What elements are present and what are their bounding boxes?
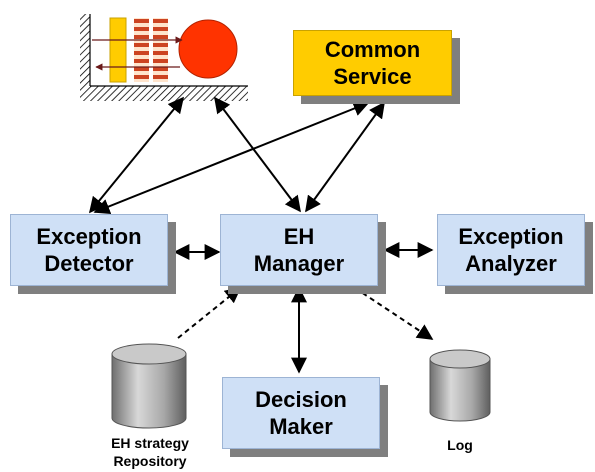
common-service-label: Common Service bbox=[324, 37, 421, 89]
arrow-machine-manager bbox=[214, 96, 301, 213]
machine-stripes bbox=[134, 18, 168, 82]
process-machine-icon bbox=[80, 14, 248, 101]
exception-detector-label: Exception Detector bbox=[36, 224, 142, 276]
eh-manager-box: EH Manager bbox=[220, 214, 378, 286]
repository-label: EH strategy Repository bbox=[111, 435, 189, 469]
common-service-box: Common Service bbox=[293, 30, 452, 96]
exception-analyzer-box: Exception Analyzer bbox=[437, 214, 585, 286]
exception-analyzer-label: Exception Analyzer bbox=[458, 224, 564, 276]
arrow-repository-manager bbox=[177, 286, 242, 339]
log-label: Log bbox=[447, 437, 473, 453]
database-icon-log bbox=[429, 349, 491, 422]
decision-maker-box: Decision Maker bbox=[222, 377, 380, 449]
database-icon-repository bbox=[111, 343, 187, 429]
arrow-service-manager bbox=[305, 101, 385, 213]
exception-detector-box: Exception Detector bbox=[10, 214, 168, 286]
decision-maker-label: Decision Maker bbox=[255, 387, 347, 439]
arrow-manager-log bbox=[354, 287, 434, 340]
eh-manager-label: EH Manager bbox=[253, 224, 345, 276]
